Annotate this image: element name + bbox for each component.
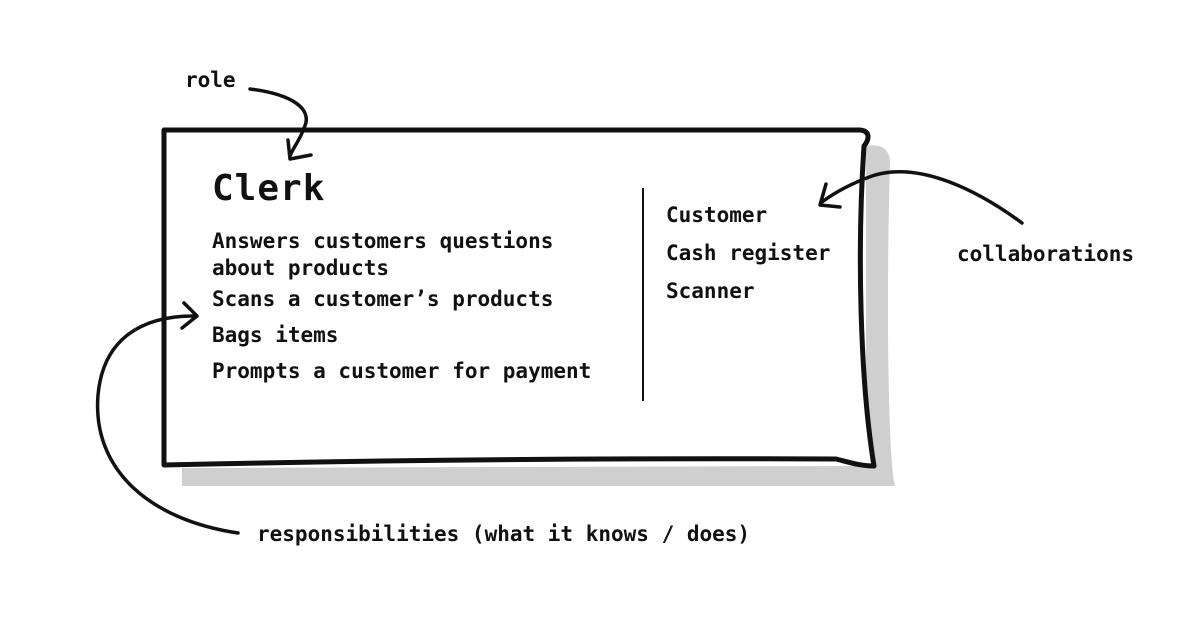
responsibilities-list: Answers customers questions about produc… [212, 228, 591, 394]
collaborator-item: Cash register [666, 241, 831, 265]
responsibilities-arrowhead [180, 301, 199, 330]
role-arrow [248, 87, 308, 158]
responsibility-item: Prompts a customer for payment [212, 359, 592, 383]
card-outline [161, 127, 877, 469]
responsibility-item: Answers customers questions about produc… [212, 229, 554, 280]
collaborator-item: Customer [666, 203, 768, 227]
collaborations-arrow [820, 170, 1024, 225]
responsibility-item: Scans a customer’s products [212, 287, 554, 311]
role-arrowhead [286, 138, 313, 161]
collaborators-list: Customer Cash register Scanner [666, 202, 830, 316]
responsibility-item: Bags items [212, 323, 339, 347]
collaborations-annotation: collaborations [957, 242, 1135, 266]
card-title: Clerk [212, 168, 326, 209]
collaborator-item: Scanner [666, 279, 755, 303]
responsibilities-arrow [95, 314, 240, 535]
collaborations-arrowhead [818, 182, 842, 209]
responsibilities-annotation: responsibilities (what it knows / does) [257, 522, 751, 546]
role-annotation: role [185, 68, 236, 92]
